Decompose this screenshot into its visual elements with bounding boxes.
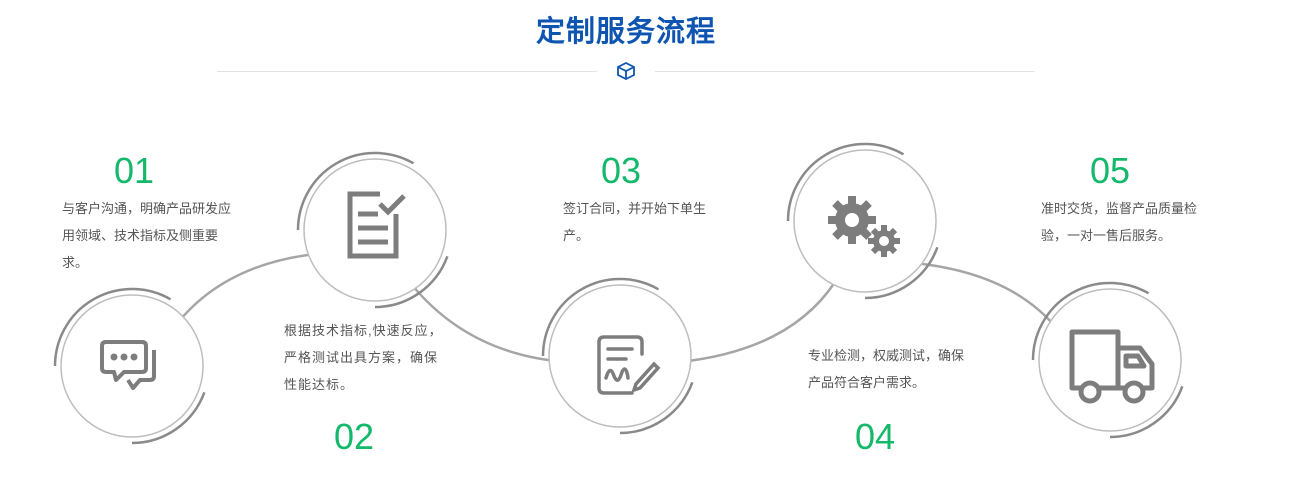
signature-document-icon: [597, 335, 661, 395]
step-ring: [1038, 288, 1182, 432]
step-number-02: 02: [334, 416, 375, 457]
step-ring-arc: [786, 142, 905, 222]
step-ring-arc: [1109, 385, 1184, 439]
step-ring-arc: [131, 391, 206, 445]
step-ring: [548, 284, 692, 428]
step-ring-arc: [296, 151, 415, 231]
step-desc-05: 准时交货，监督产品质量检验，一对一售后服务。: [1041, 201, 1198, 243]
step-ring-arc: [1031, 281, 1150, 361]
step-ring-arc: [864, 246, 939, 300]
step-ring-arc: [374, 255, 449, 309]
step-desc-02: 根据技术指标,快速反应，严格测试出具方案，确保性能达标。: [284, 323, 443, 392]
gears-icon: [828, 196, 900, 257]
step-ring-arc: [541, 277, 660, 357]
step-ring-arc: [619, 381, 694, 435]
step-ring-arc: [53, 287, 172, 367]
cube-icon: [617, 61, 635, 81]
chat-bubbles-icon: [100, 340, 156, 390]
step-desc-01: 与客户沟通，明确产品研发应用领域、技术指标及侧重要求。: [62, 201, 232, 270]
step-number-05: 05: [1090, 150, 1131, 191]
divider-left: [217, 71, 597, 72]
step-number-03: 03: [601, 150, 642, 191]
checklist-document-icon: [347, 191, 406, 259]
step-ring: [60, 294, 204, 438]
section-title: 定制服务流程: [535, 16, 716, 48]
step-number-01: 01: [114, 150, 155, 191]
step-number-04: 04: [855, 416, 896, 457]
step-desc-03: 签订合同，并开始下单生产。: [563, 201, 707, 243]
divider-right: [655, 71, 1035, 72]
step-desc-04: 专业检测，权威测试，确保产品符合客户需求。: [808, 348, 965, 390]
truck-icon: [1069, 329, 1155, 404]
